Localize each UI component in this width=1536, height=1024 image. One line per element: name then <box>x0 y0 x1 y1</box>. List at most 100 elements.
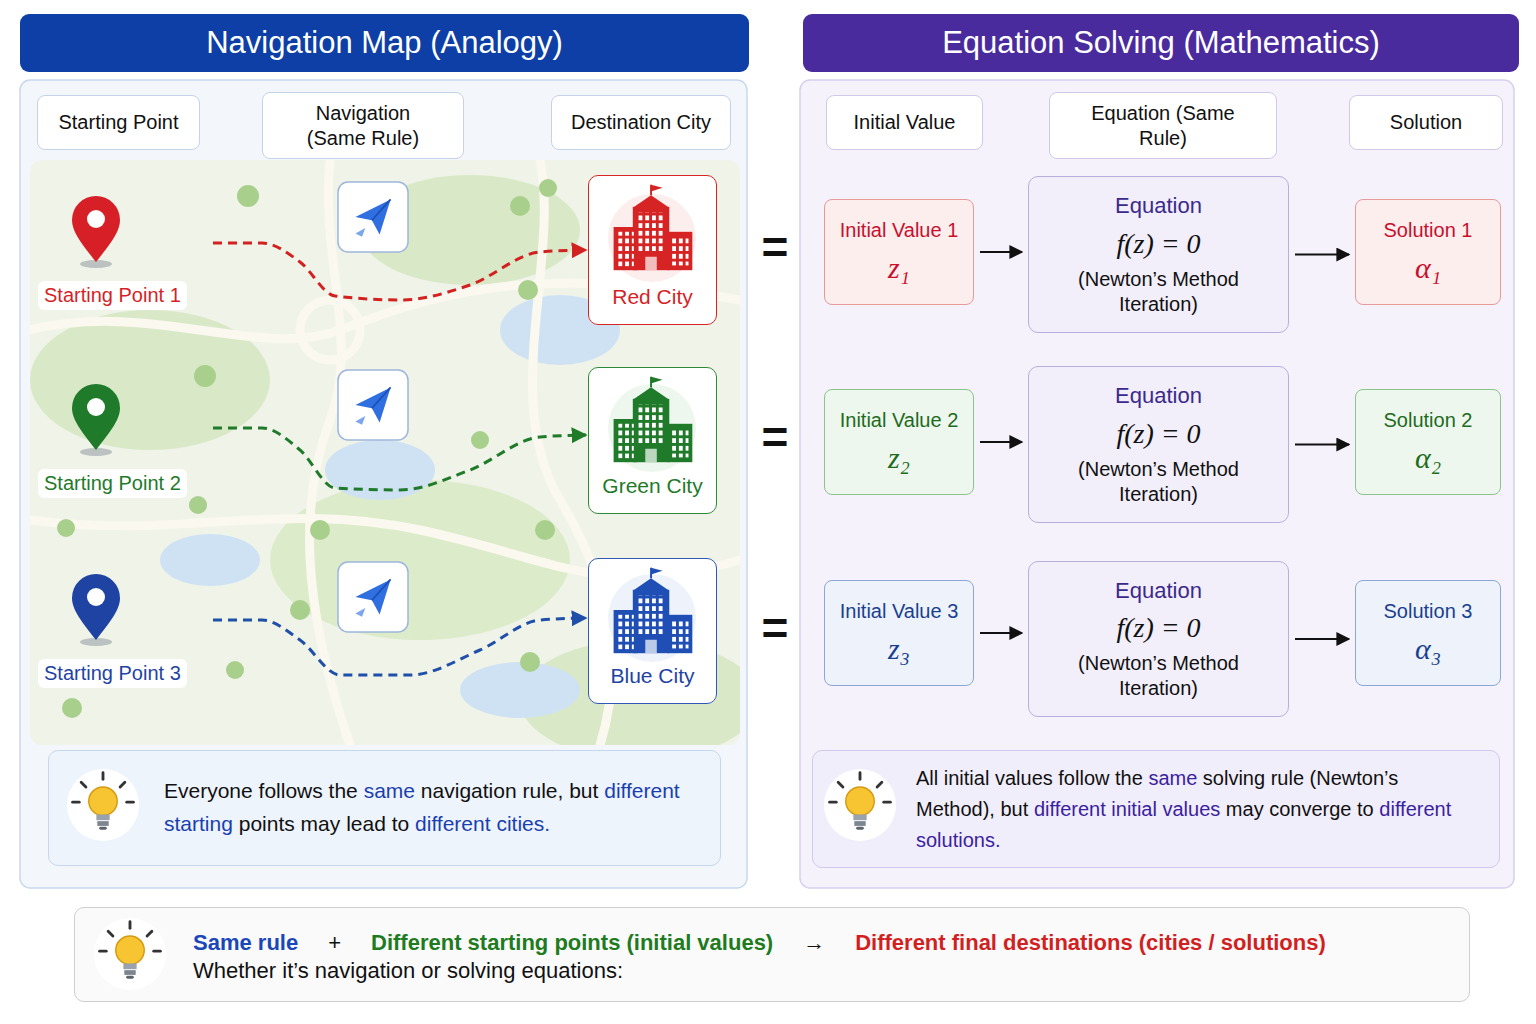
equation-box-text: Equation <box>1115 192 1202 220</box>
summary-box-text: Whether it’s navigation or solving equat… <box>193 957 623 985</box>
solution-box-text: Solution 1 <box>1384 218 1473 243</box>
note-word: Method), <box>916 798 995 820</box>
equals-sign: = <box>755 222 795 272</box>
column-header-text: Solution <box>1390 110 1462 135</box>
note-word: solving <box>1203 767 1265 789</box>
column-header: Starting Point <box>37 95 200 150</box>
summary-box-text: Same rule <box>193 929 298 957</box>
note-word: same <box>1148 767 1197 789</box>
initial-value-box-text: z₁ <box>888 249 910 287</box>
note-word: to <box>1357 798 1374 820</box>
column-header: Initial Value <box>826 95 983 150</box>
summary-row: Same rule+Different starting points (ini… <box>193 929 1326 957</box>
note-word: the <box>1115 767 1143 789</box>
note-word: initial <box>1111 798 1157 820</box>
solution-box: Solution 2 α₂ <box>1355 389 1501 495</box>
equation-box: Equation f(z) = 0 (Newton’s Method Iterati… <box>1028 176 1289 333</box>
solution-box-text: α₁ <box>1415 249 1441 287</box>
note-word: converge <box>1269 798 1351 820</box>
solution-box-text: α₂ <box>1415 439 1441 477</box>
column-header-text: Navigation (Same Rule) <box>288 101 438 151</box>
note-word: different <box>1034 798 1106 820</box>
initial-value-box-text: Initial Value 1 <box>840 218 959 243</box>
route-line <box>213 618 586 675</box>
starting-point-text: Starting Point 3 <box>38 659 187 688</box>
equation-box-text: (Newton’s Method Iteration) <box>1059 651 1259 701</box>
column-header-text: Destination City <box>571 110 711 135</box>
route-line <box>213 428 586 490</box>
column-header: Solution <box>1349 95 1503 150</box>
summary-box-text: Different final destinations (cities / s… <box>855 929 1326 957</box>
equation-box-text: f(z) = 0 <box>1116 416 1200 451</box>
flow-arrow <box>980 441 1022 443</box>
flow-arrow <box>980 251 1022 253</box>
note-word: values <box>995 767 1053 789</box>
note-word: may <box>301 812 341 835</box>
city-box-text: Green City <box>602 473 702 499</box>
city-box-text: Blue City <box>610 663 694 689</box>
solution-box-text: α₃ <box>1415 630 1441 668</box>
flow-arrow <box>980 632 1022 634</box>
note-word: values <box>1162 798 1220 820</box>
note-box: Everyone follows the same navigation rul… <box>48 750 721 866</box>
equation-box-text: (Newton’s Method Iteration) <box>1059 457 1259 507</box>
city-box: Blue City <box>588 558 717 704</box>
note-word: but <box>1001 798 1029 820</box>
equation-box: Equation f(z) = 0 (Newton’s Method Iterati… <box>1028 366 1289 523</box>
route-line <box>213 243 586 300</box>
solution-box-text: Solution 2 <box>1384 408 1473 433</box>
note-word: to <box>392 812 410 835</box>
note-box: All initial values follow the same solvi… <box>812 750 1500 868</box>
note-word: Everyone <box>164 779 253 802</box>
equation-box: Equation f(z) = 0 (Newton’s Method Iterati… <box>1028 561 1289 717</box>
note-word: starting <box>164 812 233 835</box>
panel-text: Navigation Map (Analogy) <box>20 14 749 72</box>
note-word: different <box>415 812 491 835</box>
note-word: rule, <box>522 779 563 802</box>
panel: Starting Point Navigation (Same Rule) Dest… <box>20 14 749 888</box>
city-box: Green City <box>588 367 717 514</box>
initial-value-box-text: Initial Value 2 <box>840 408 959 433</box>
note-word: may <box>1226 798 1264 820</box>
note-word: points <box>239 812 295 835</box>
note-word: (Newton’s <box>1310 767 1399 789</box>
note-word: follows <box>259 779 323 802</box>
note-word: but <box>569 779 598 802</box>
equation-box-text: f(z) = 0 <box>1116 226 1200 261</box>
starting-point-text: Starting Point 2 <box>38 469 187 498</box>
note-word: navigation <box>421 779 517 802</box>
starting-point: Starting Point 1 <box>38 195 213 310</box>
initial-value-box: Initial Value 2 z₂ <box>824 389 974 495</box>
starting-point: Starting Point 3 <box>38 573 213 688</box>
panel-text: Equation Solving (Mathematics) <box>803 14 1519 72</box>
note-box-text: Everyone follows the same navigation rul… <box>164 775 700 840</box>
city-box: Red City <box>588 175 717 325</box>
note-word: solutions. <box>916 829 1001 851</box>
note-word: All <box>916 767 938 789</box>
initial-value-box: Initial Value 3z₃ <box>824 580 974 686</box>
note-word: different <box>1379 798 1451 820</box>
equation-box-text: f(z) = 0 <box>1116 610 1200 645</box>
equation-box-text: Equation <box>1115 577 1202 605</box>
note-word: initial <box>944 767 990 789</box>
solution-box: Solution 1 α₁ <box>1355 199 1501 305</box>
equation-box-text: (Newton’s Method Iteration) <box>1059 267 1259 317</box>
note-word: cities. <box>496 812 550 835</box>
column-header-text: Starting Point <box>58 110 178 135</box>
note-word: same <box>364 779 415 802</box>
column-header: Destination City <box>551 95 731 150</box>
summary-box-text: → <box>803 929 825 957</box>
solution-box-text: Solution 3 <box>1384 599 1473 624</box>
initial-value-box-text: z₂ <box>888 439 910 477</box>
equation-box-text: Equation <box>1115 382 1202 410</box>
initial-value-box-text: Initial Value 3 <box>840 599 959 624</box>
note-word: follow <box>1058 767 1109 789</box>
summary-box-text: + <box>328 929 341 957</box>
note-word: rule <box>1271 767 1304 789</box>
solution-box: Solution 3 α₃ <box>1355 580 1501 686</box>
note-word: the <box>329 779 358 802</box>
column-header: Equation (Same Rule) <box>1049 92 1277 159</box>
